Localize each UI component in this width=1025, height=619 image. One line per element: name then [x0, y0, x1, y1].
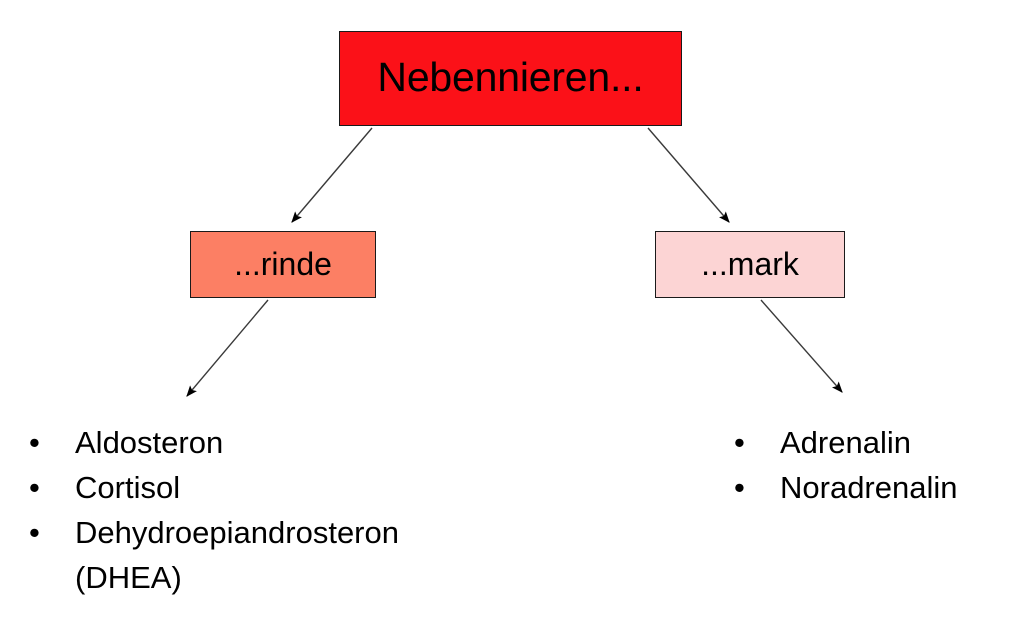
- node-nebennierenrinde[interactable]: ...rinde: [190, 231, 376, 298]
- bullet-icon: •: [734, 470, 745, 505]
- list-item: • Noradrenalin: [725, 465, 1015, 510]
- medulla-hormone-list: • Adrenalin • Noradrenalin: [725, 420, 1015, 510]
- edge-root-to-medulla: [647, 127, 730, 223]
- node-nebennierenmark-label: ...mark: [701, 245, 799, 282]
- node-nebennierenrinde-label: ...rinde: [234, 245, 332, 282]
- edge-root-to-cortex: [291, 127, 373, 223]
- edge-cortex-to-hormones: [186, 299, 269, 397]
- list-item-label: Aldosteron: [75, 425, 224, 460]
- bullet-icon: •: [29, 470, 40, 505]
- edge-medulla-to-hormones: [760, 299, 843, 393]
- list-item: • Dehydroepiandrosteron (DHEA): [20, 510, 490, 600]
- list-item-label: Cortisol: [75, 470, 181, 505]
- node-nebennieren-label: Nebennieren...: [377, 54, 644, 100]
- list-item: • Aldosteron: [20, 420, 490, 465]
- list-item: • Cortisol: [20, 465, 490, 510]
- list-item-label: Noradrenalin: [780, 470, 958, 505]
- bullet-icon: •: [29, 515, 40, 550]
- bullet-icon: •: [734, 425, 745, 460]
- bullet-icon: •: [29, 425, 40, 460]
- list-item: • Adrenalin: [725, 420, 1015, 465]
- list-item-label: Dehydroepiandrosteron (DHEA): [75, 515, 399, 595]
- list-item-label: Adrenalin: [780, 425, 911, 460]
- node-nebennieren[interactable]: Nebennieren...: [339, 31, 682, 126]
- cortex-hormone-list: • Aldosteron • Cortisol • Dehydroepiandr…: [20, 420, 490, 600]
- node-nebennierenmark[interactable]: ...mark: [655, 231, 845, 298]
